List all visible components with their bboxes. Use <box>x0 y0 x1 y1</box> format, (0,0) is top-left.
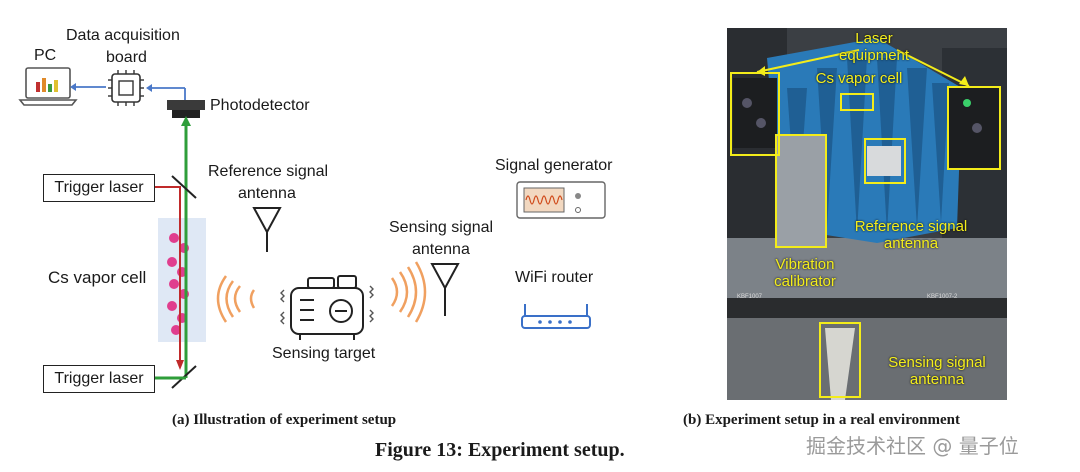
trigger-laser-bottom-box: Trigger laser <box>43 365 155 393</box>
photo-sensing-antenna-line1: Sensing signal <box>888 354 986 371</box>
highlight-reference-antenna <box>864 138 906 184</box>
sensing-target-label: Sensing target <box>272 345 376 362</box>
mirror-top <box>171 175 197 199</box>
reference-antenna-icon <box>252 207 282 252</box>
highlight-laser-left <box>730 72 780 156</box>
signal-generator-icon <box>516 181 606 219</box>
daq-label-line2: board <box>106 49 147 66</box>
daq-to-pc-link <box>70 83 106 91</box>
right-signal-waves <box>390 261 427 323</box>
coupling-laser-beam <box>176 186 184 370</box>
illustration-diagram <box>18 67 606 389</box>
pc-label: PC <box>34 47 57 64</box>
daq-label-line1: Data acquisition <box>66 27 180 44</box>
wifi-router-icon <box>521 304 591 329</box>
photo-reference-antenna-line1: Reference signal <box>854 218 968 235</box>
subcaption-a: (a) Illustration of experiment setup <box>172 412 397 428</box>
highlight-laser-right <box>947 86 1001 170</box>
sensing-antenna-label-line2: antenna <box>412 241 470 258</box>
photo-scene <box>727 28 1007 400</box>
sensing-target-icon <box>290 275 364 340</box>
figure-caption: Figure 13: Experiment setup. <box>375 439 625 461</box>
photo-vibration-line1: Vibration <box>775 256 835 273</box>
highlight-sensing-antenna <box>819 322 861 398</box>
photodetector-label: Photodetector <box>210 97 310 114</box>
trigger-laser-top-label: Trigger laser <box>54 179 144 196</box>
vibration-marks <box>280 285 374 325</box>
sensing-antenna-icon <box>430 263 460 316</box>
highlight-cs-vapor-cell <box>840 93 874 111</box>
trigger-laser-bottom-label: Trigger laser <box>54 370 144 387</box>
plate-text-left: KBF1007 <box>737 294 763 300</box>
photo-sensing-antenna-line2: antenna <box>909 371 965 388</box>
photo-reference-antenna-label: Reference signal antenna <box>845 218 977 252</box>
photo-cs-vapor-cell-label: Cs vapor cell <box>815 70 903 87</box>
sensing-antenna-label-line1: Sensing signal <box>389 219 494 236</box>
cs-vapor-cell-label: Cs vapor cell <box>48 268 147 287</box>
signal-generator-label: Signal generator <box>495 157 613 174</box>
photo-vibration-calibrator-label: Vibration calibrator <box>765 256 845 290</box>
reference-antenna-label-line2: antenna <box>238 185 296 202</box>
probe-laser-beam <box>181 116 191 378</box>
photo-laser-equipment-line2: equipment <box>839 47 910 64</box>
photo-reference-antenna-line2: antenna <box>883 235 939 252</box>
daq-chip-icon <box>108 70 144 106</box>
photo-sensing-antenna-label: Sensing signal antenna <box>877 354 997 388</box>
wifi-router-label: WiFi router <box>515 269 594 286</box>
experiment-photo: KBF1007 KBF1007-2 Laser equipment Cs vap… <box>727 28 1007 400</box>
highlight-vibration-calibrator <box>775 134 827 248</box>
photo-vibration-line2: calibrator <box>774 273 836 290</box>
pc-laptop-icon <box>18 67 78 106</box>
left-signal-waves <box>216 275 256 323</box>
cs-vapor-cell-body <box>158 218 206 342</box>
photo-laser-equipment-line1: Laser <box>855 30 893 47</box>
reference-antenna-label-line1: Reference signal <box>208 163 329 180</box>
plate-text-right: KBF1007-2 <box>927 294 958 300</box>
photo-laser-equipment-label: Laser equipment <box>839 30 909 64</box>
photo-pointers <box>756 49 970 87</box>
watermark-text: 掘金技术社区 @ 量子位 <box>806 434 1019 458</box>
trigger-laser-top-box: Trigger laser <box>43 174 155 202</box>
photodetector-icon <box>167 100 205 118</box>
subcaption-b: (b) Experiment setup in a real environme… <box>683 412 960 428</box>
photodetector-to-daq-link <box>146 84 186 100</box>
